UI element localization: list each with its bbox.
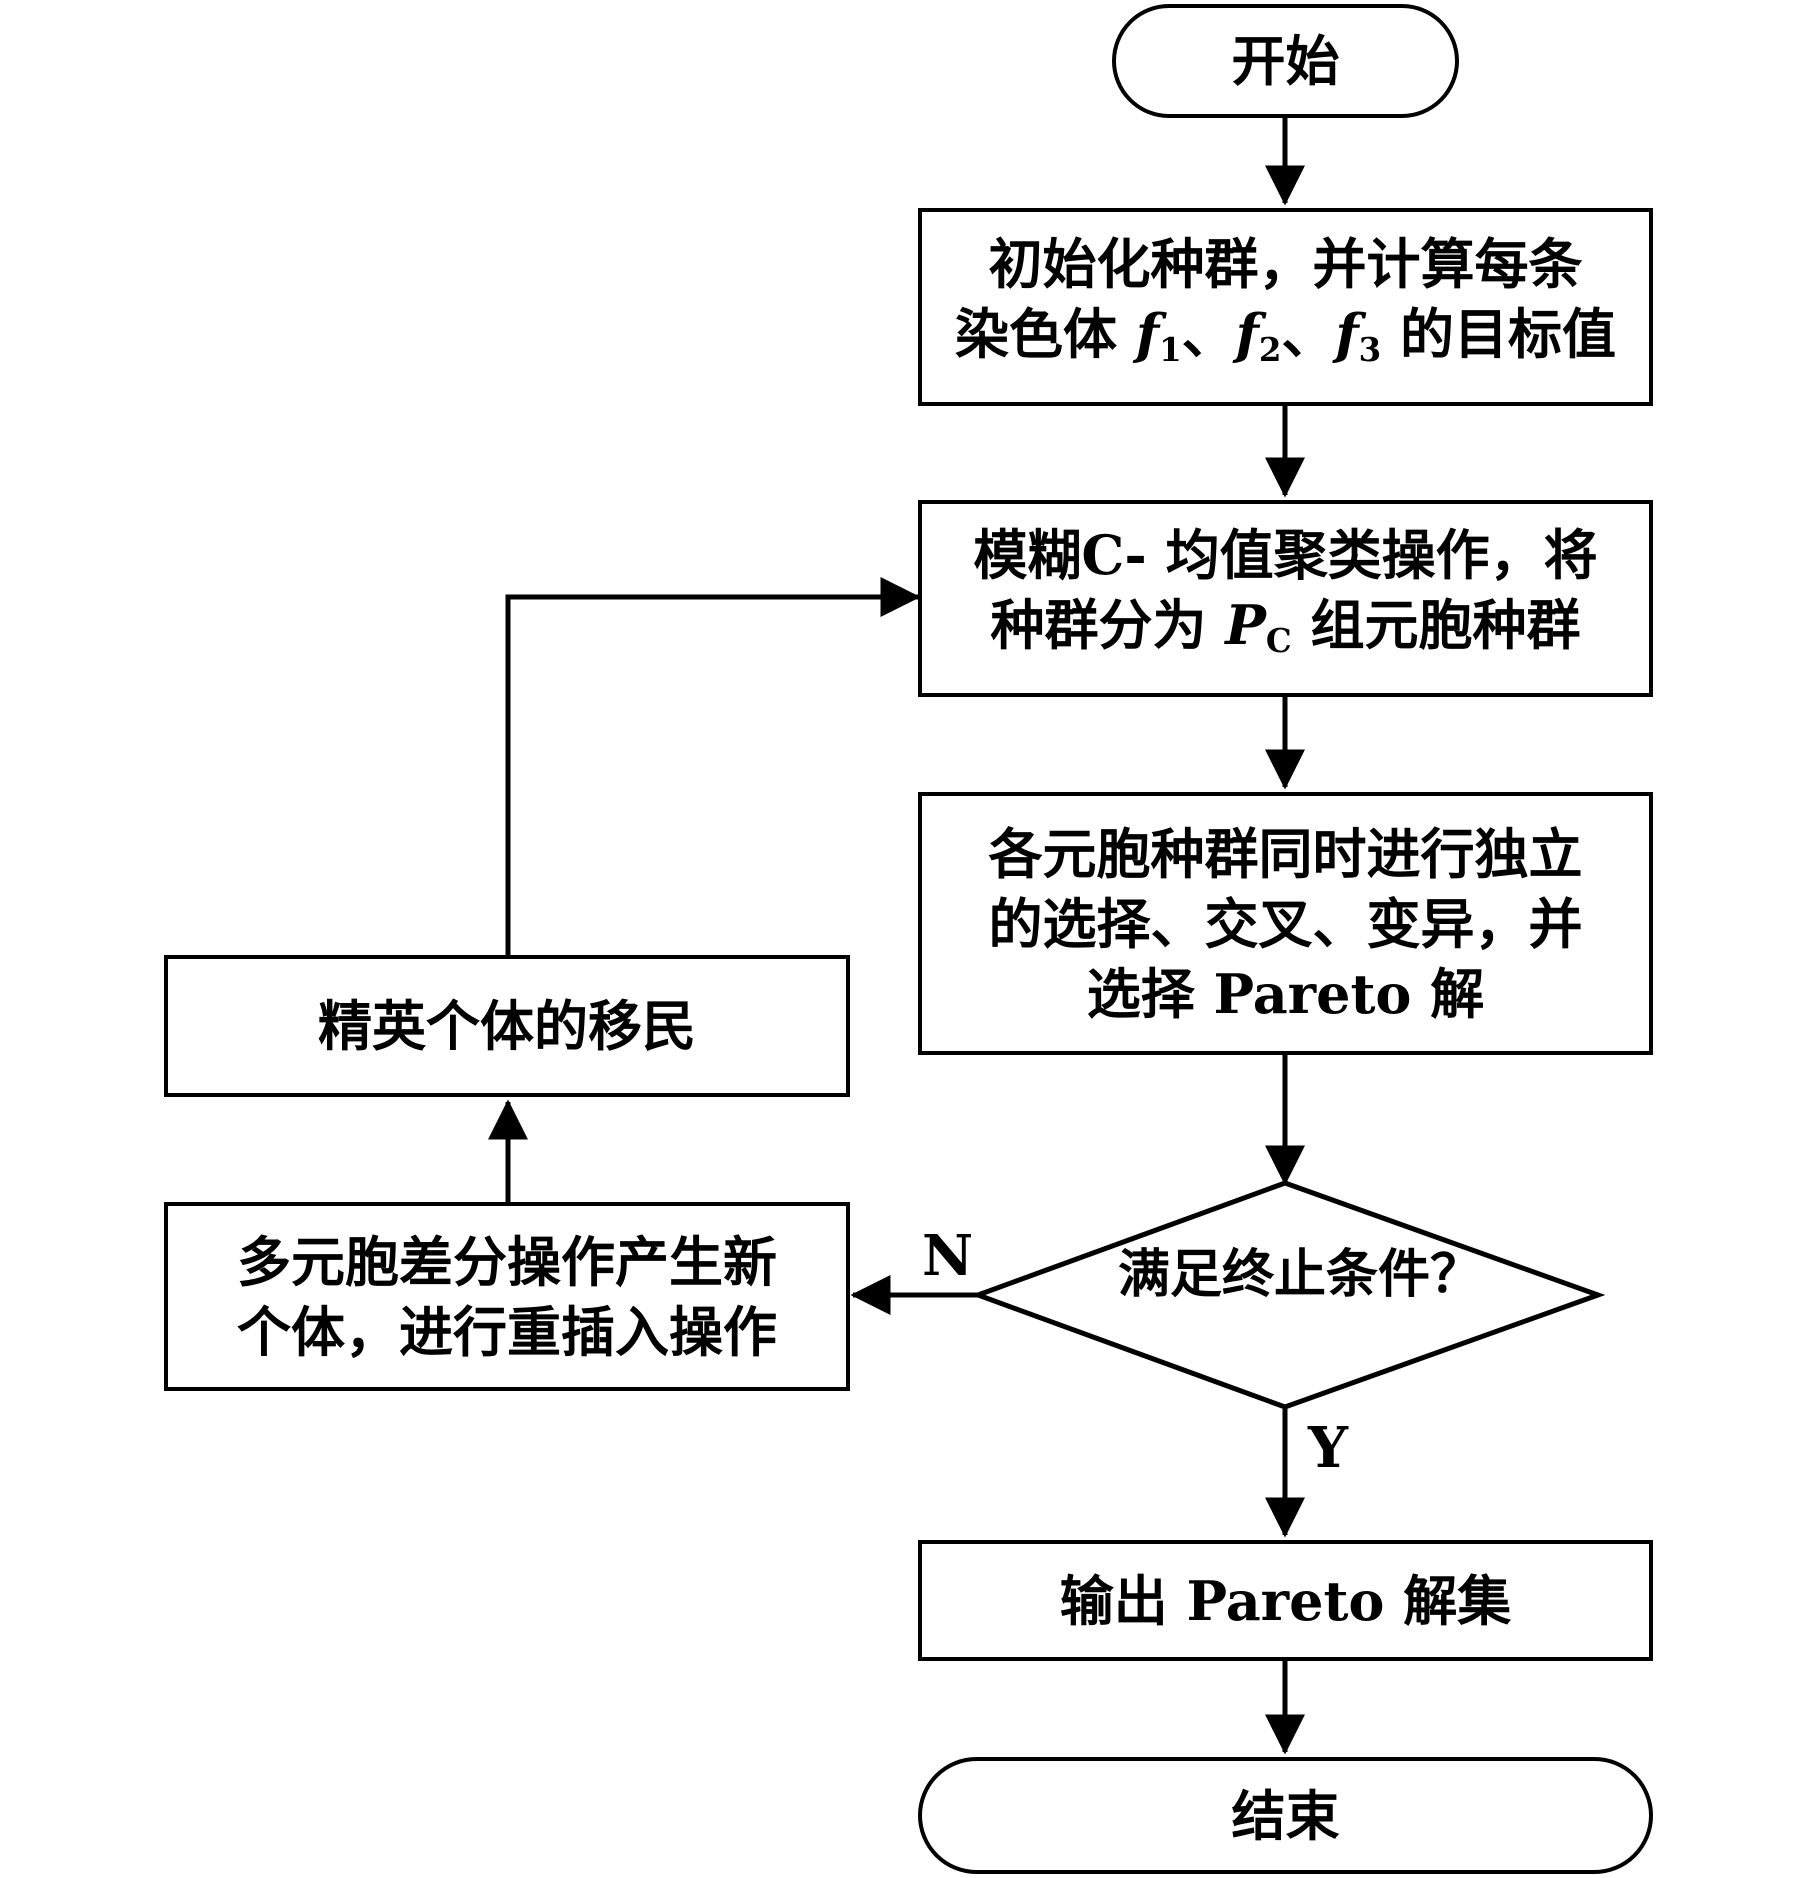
decision-label: 满足终止条件？ [1117,1244,1482,1305]
branch-label-yes: Y [1308,1415,1348,1481]
init-line-1: 初始化种群，并计算每条 [988,231,1583,296]
end-label: 结束 [1231,1783,1340,1848]
cluster-count-symbol: P [1225,593,1266,658]
objective-f2-symbol: f [1235,301,1259,366]
start-label: 开始 [1231,29,1340,93]
init-line-2-prefix: 染色体 [955,301,1136,366]
objective-f2-subscript: 2 [1258,331,1282,370]
init-line-2: 染色体 f1、f2、f3 的目标值 [955,299,1616,385]
migration-label: 精英个体的移民 [318,994,696,1058]
output-label: 输出 Pareto 解集 [1059,1568,1512,1633]
objective-f3-symbol: f [1335,301,1359,366]
evolve-line-3: 选择 Pareto 解 [1086,961,1485,1026]
objective-f1-subscript: 1 [1159,331,1182,370]
cluster-line-2-prefix: 种群分为 [990,593,1226,658]
output-pareto-box: 输出 Pareto 解集 [918,1540,1653,1661]
init-line-2-suffix: 的目标值 [1381,301,1616,366]
end-node: 结束 [918,1757,1653,1874]
differential-line-1: 多元胞差分操作产生新 [237,1229,777,1294]
elite-migration-box: 精英个体的移民 [164,955,850,1097]
differential-line-2: 个体，进行重插入操作 [237,1299,777,1364]
objective-f1-symbol: f [1135,301,1160,366]
arrow-migration-to-cluster [505,577,921,955]
evolve-line-1: 各元胞种群同时进行独立 [988,821,1583,886]
fuzzy-clustering-box: 模糊C- 均值聚类操作，将 种群分为 PC 组元胞种群 [918,500,1653,697]
start-node: 开始 [1112,4,1459,118]
objective-f3-subscript: 3 [1358,331,1382,370]
differential-operation-box: 多元胞差分操作产生新 个体，进行重插入操作 [164,1202,850,1391]
branch-label-no: N [922,1223,974,1289]
cluster-line-2: 种群分为 PC 组元胞种群 [990,590,1580,676]
evolve-line-2: 的选择、交叉、变异，并 [988,891,1583,956]
cluster-line-2-suffix: 组元胞种群 [1291,593,1581,658]
cellular-evolution-box: 各元胞种群同时进行独立 的选择、交叉、变异，并 选择 Pareto 解 [918,792,1653,1055]
cluster-count-subscript: C [1265,622,1292,661]
init-population-box: 初始化种群，并计算每条 染色体 f1、f2、f3 的目标值 [918,208,1653,406]
cluster-line-1: 模糊C- 均值聚类操作，将 [973,523,1598,588]
decision-diamond [970,1180,1606,1410]
objective-separator-2: 、 [1281,301,1336,366]
objective-separator-1: 、 [1181,301,1236,366]
